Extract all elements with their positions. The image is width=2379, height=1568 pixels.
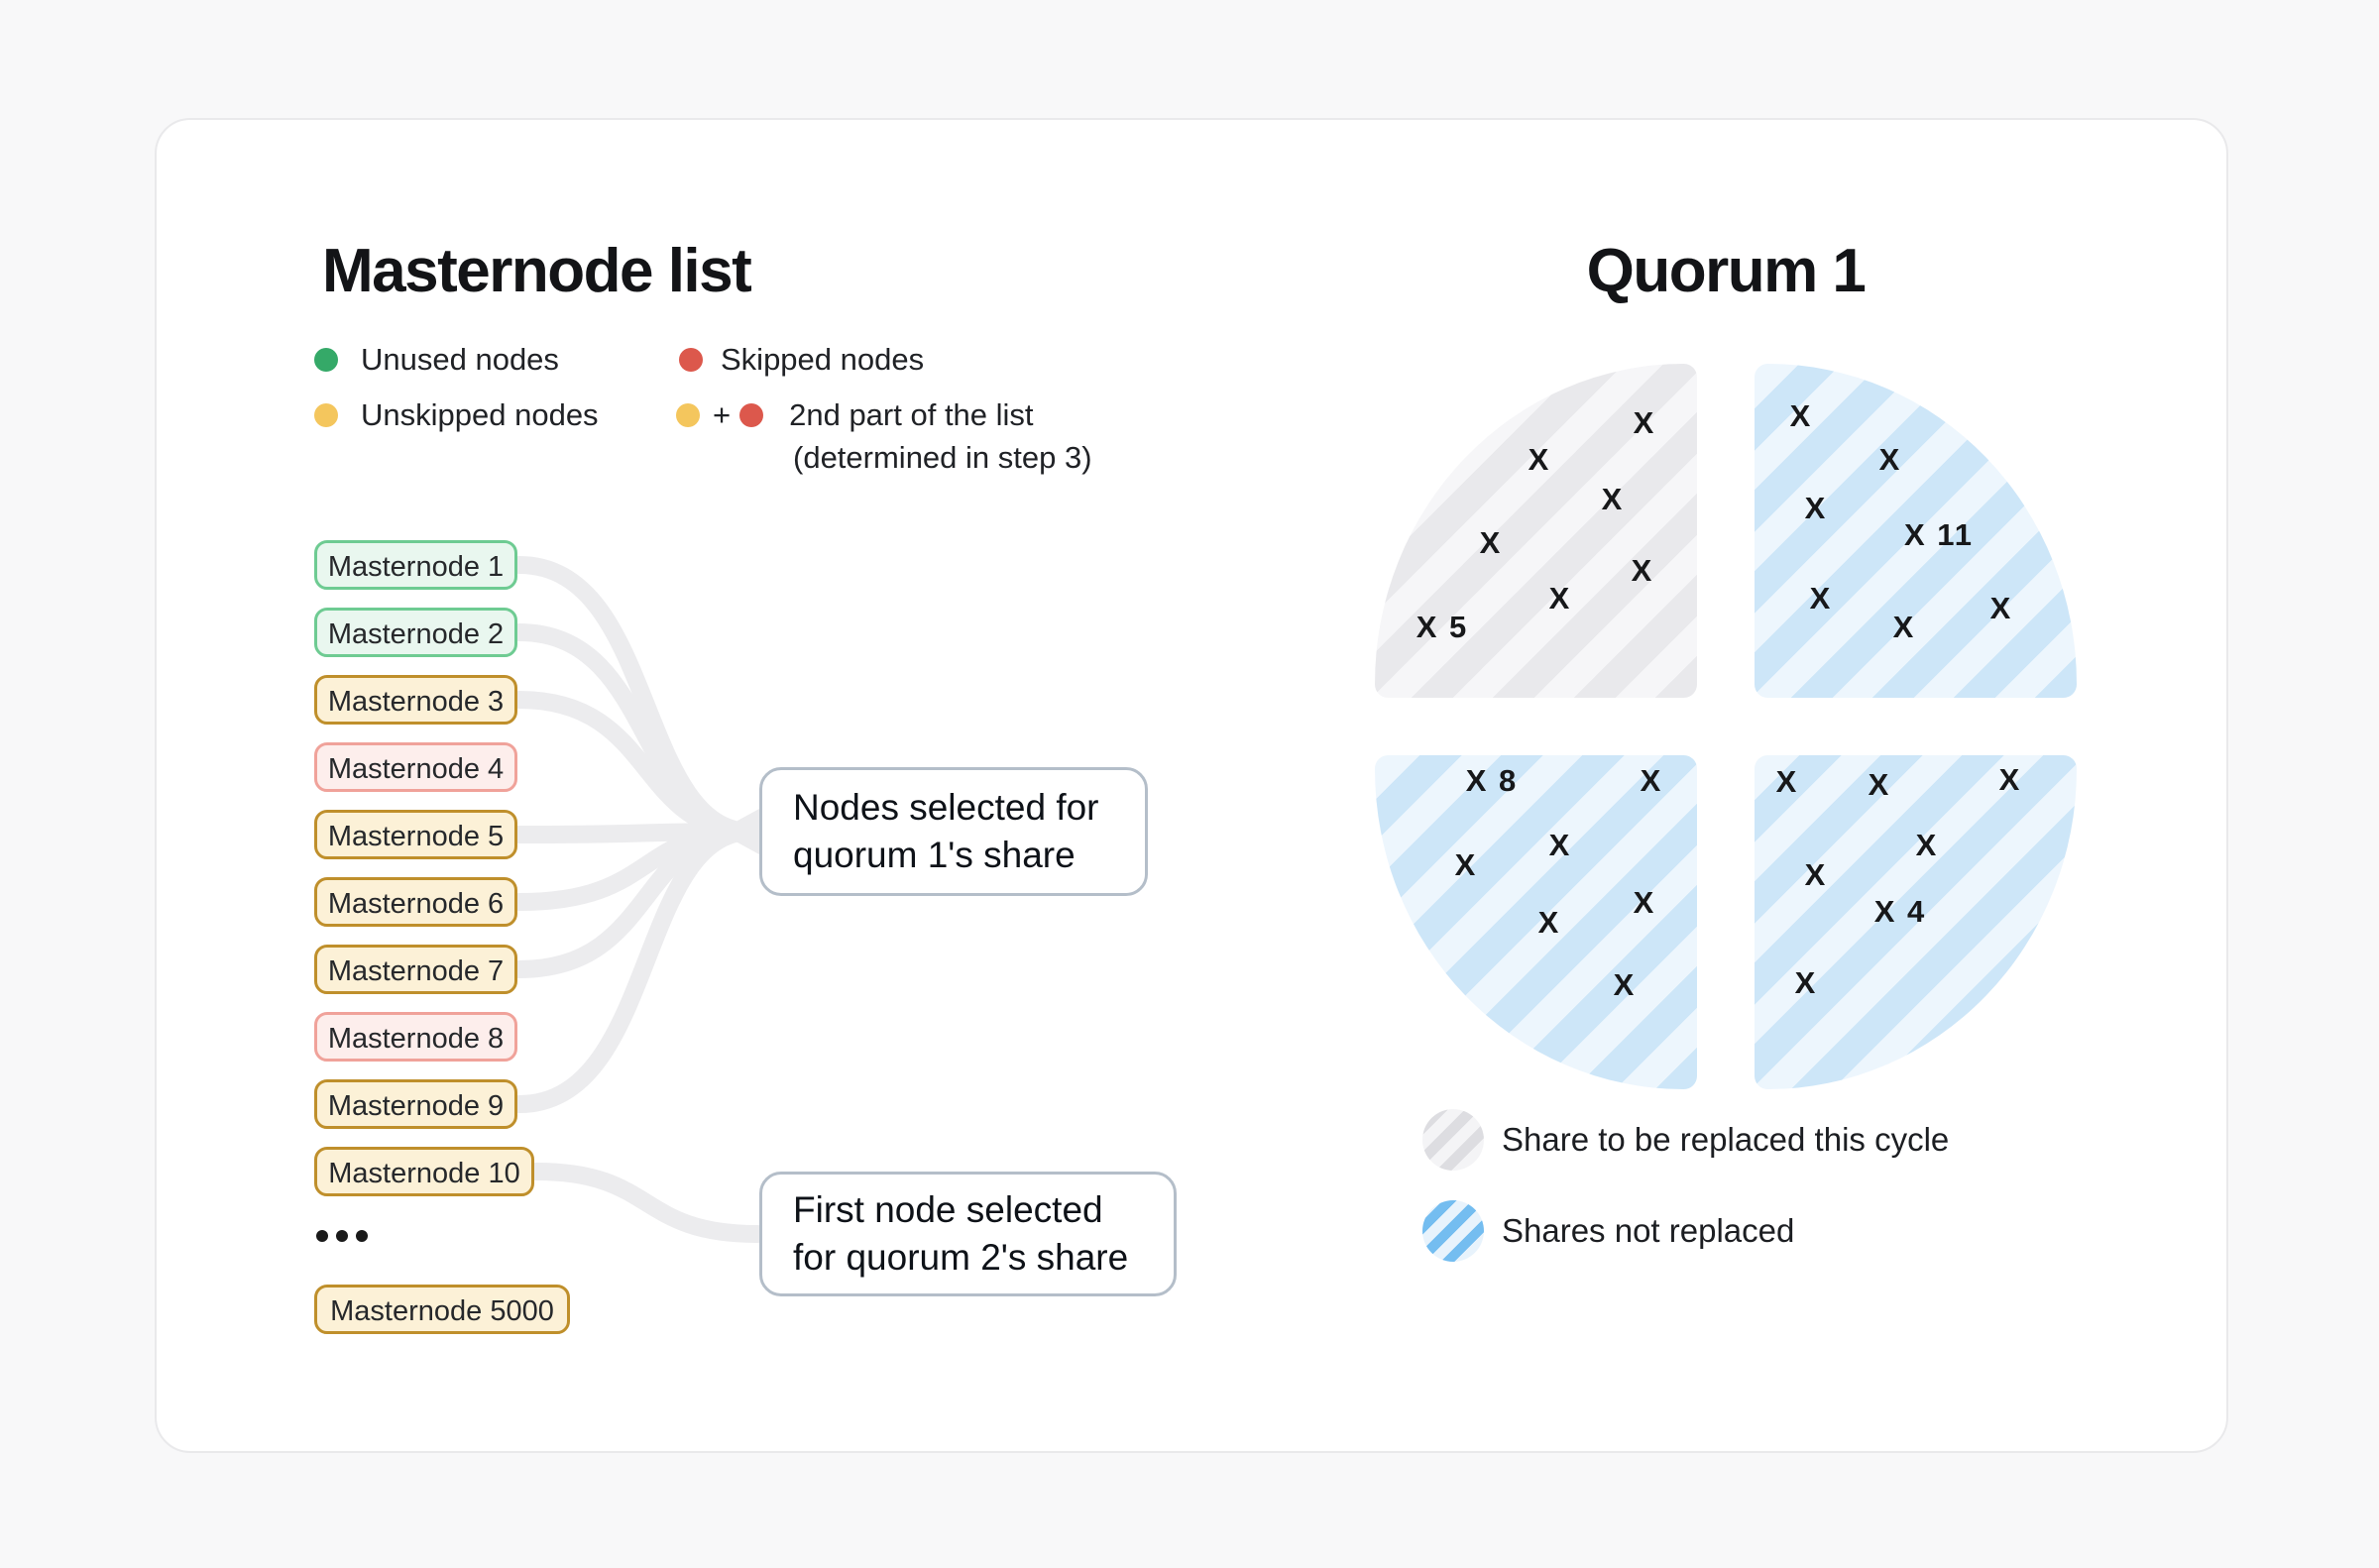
masternode-list-title: Masternode list xyxy=(322,237,752,305)
callout-line: for quorum 2's share xyxy=(793,1237,1129,1278)
legend-item-unused: Unused nodes xyxy=(314,342,559,377)
quorum-share-bottom-left xyxy=(1375,755,1697,1089)
legend-item-unskipped: Unskipped nodes xyxy=(314,397,599,432)
quorum2-share-callout: First node selected for quorum 2's share xyxy=(759,1172,1177,1296)
node-x-mark: X xyxy=(1528,442,1551,477)
masternode-box-1: Masternode 1 xyxy=(314,540,517,590)
legend-label: Unused nodes xyxy=(361,342,559,377)
masternode-box-7: Masternode 7 xyxy=(314,945,517,994)
node-x-mark: X xyxy=(1548,828,1572,862)
node-count-label: X 5 xyxy=(1416,610,1469,644)
node-x-mark: X xyxy=(1794,965,1818,1000)
node-x-mark: X xyxy=(1804,491,1828,525)
ellipsis-dot xyxy=(316,1230,328,1242)
node-x-mark: X xyxy=(1454,847,1478,882)
node-x-mark: X xyxy=(1809,581,1833,616)
legend-sublabel: (determined in step 3) xyxy=(793,440,1092,475)
masternode-box-10: Masternode 10 xyxy=(314,1147,534,1196)
quorum-pie: X X X X X X X 5 X X X X X X X 11 X X X X X X X 8 X X X X X X X 4 xyxy=(1375,364,2077,1089)
callout-line: Nodes selected for xyxy=(793,787,1099,828)
legend-item-skipped: Skipped nodes xyxy=(679,342,924,377)
node-count-label: X 4 xyxy=(1873,894,1927,929)
quorum1-share-callout: Nodes selected for quorum 1's share xyxy=(759,767,1148,896)
pie-legend-label: Share to be replaced this cycle xyxy=(1502,1121,1950,1158)
node-count-label: X 8 xyxy=(1465,763,1519,798)
masternode-box-2: Masternode 2 xyxy=(314,608,517,657)
quorum-title: Quorum 1 xyxy=(1586,237,1867,305)
masternode-box-8: Masternode 8 xyxy=(314,1012,517,1062)
curve-masternode-9-to-quorum1 xyxy=(510,823,760,1113)
unskipped-dot-icon xyxy=(676,403,700,427)
node-x-mark: X xyxy=(1915,828,1939,862)
legend-item-second-part: + 2nd part of the list xyxy=(676,397,1034,432)
curve-masternode-10-to-quorum2 xyxy=(527,1163,766,1243)
unskipped-dot-icon xyxy=(314,403,338,427)
pie-legend-item-replaced: Share to be replaced this cycle xyxy=(1422,1109,1949,1171)
node-x-mark: X xyxy=(1789,398,1813,433)
node-x-mark: X xyxy=(1804,857,1828,892)
node-x-mark: X xyxy=(1633,885,1656,920)
masternode-box-4: Masternode 4 xyxy=(314,742,517,792)
pie-legend-label: Shares not replaced xyxy=(1502,1212,1795,1249)
masternode-box-5000: Masternode 5000 xyxy=(314,1285,570,1334)
callout-line: First node selected xyxy=(793,1189,1103,1230)
ellipsis xyxy=(316,1230,376,1242)
node-x-mark: X xyxy=(1479,525,1503,560)
node-x-mark: X xyxy=(1613,967,1637,1002)
node-x-mark: X xyxy=(1998,762,2022,797)
masternode-box-5: Masternode 5 xyxy=(314,810,517,859)
legend-label: Skipped nodes xyxy=(721,342,925,377)
node-x-mark: X xyxy=(1989,591,2013,625)
node-x-mark: X xyxy=(1892,610,1916,644)
node-x-mark: X xyxy=(1631,553,1654,588)
masternode-box-9: Masternode 9 xyxy=(314,1079,517,1129)
pie-legend-item-kept: Shares not replaced xyxy=(1422,1200,1794,1262)
gray-hatch-circle-icon xyxy=(1422,1109,1484,1171)
skipped-dot-icon xyxy=(679,348,703,372)
node-x-mark: X xyxy=(1633,405,1656,440)
callout-line: quorum 1's share xyxy=(793,835,1076,875)
node-x-mark: X xyxy=(1640,763,1663,798)
skipped-dot-icon xyxy=(739,403,764,427)
node-x-mark: X xyxy=(1537,905,1561,940)
node-x-mark: X xyxy=(1548,581,1572,616)
blue-hatch-circle-icon xyxy=(1422,1200,1484,1262)
node-x-mark: X xyxy=(1868,767,1891,802)
ellipsis-dot xyxy=(336,1230,348,1242)
node-count-label: X 11 xyxy=(1903,517,1975,552)
masternode-box-6: Masternode 6 xyxy=(314,877,517,927)
ellipsis-dot xyxy=(356,1230,368,1242)
legend-label: 2nd part of the list xyxy=(789,397,1034,432)
node-x-mark: X xyxy=(1775,764,1799,799)
legend-label: Unskipped nodes xyxy=(361,397,599,432)
node-x-mark: X xyxy=(1601,482,1625,516)
node-x-mark: X xyxy=(1878,442,1902,477)
plus-sign: + xyxy=(713,397,732,432)
unused-dot-icon xyxy=(314,348,338,372)
masternode-box-3: Masternode 3 xyxy=(314,675,517,725)
